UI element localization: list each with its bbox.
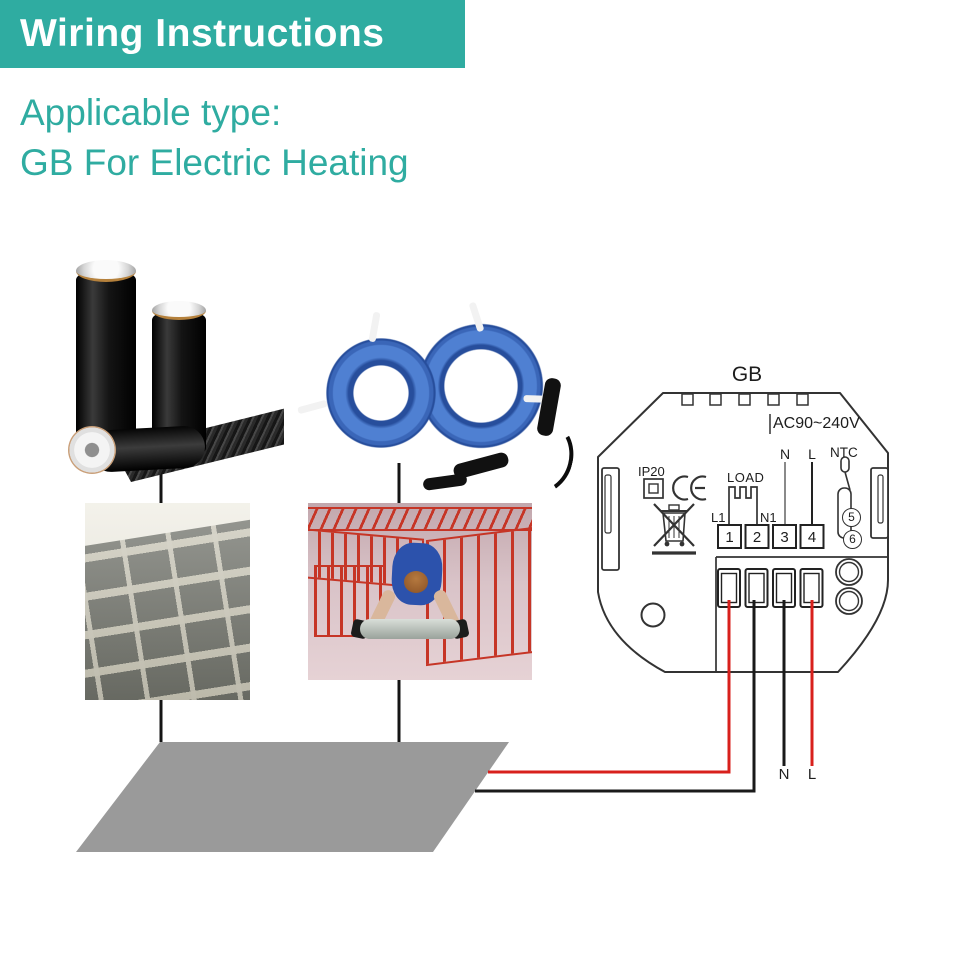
ntc-label: NTC [830,445,858,460]
red-wire-terminal1-to-floor [488,600,731,774]
applicable-type-text: Applicable type: GB For Electric Heating [20,88,409,188]
heating-cable-installation-photo [308,503,532,680]
wiring-slots [717,568,824,608]
page-title-banner: Wiring Instructions [0,0,465,68]
side-clips [601,467,889,571]
heating-film-rolls-photo [62,258,284,482]
applicable-type-line1: Applicable type: [20,92,282,133]
heating-cable-coils-photo [288,299,582,501]
ce-mark-icon [672,475,707,501]
ip20-enclosure-icon [643,478,664,499]
l1-label: L1 [711,510,726,525]
load-label: LOAD [727,470,765,485]
cable-mat [308,507,532,531]
heating-element-icon [728,486,758,525]
film-floor-shade [85,503,250,700]
terminal-3-label: 3 [780,529,789,546]
l-top-label: L [808,446,816,462]
film-roll-cap [76,260,136,282]
film-roll-cap [152,301,206,320]
terminal-2-label: 2 [752,529,762,546]
terminal-1-label: 1 [725,529,734,546]
circled-5-label: 5 [842,508,861,527]
cable-connector [422,472,468,492]
black-wire-terminal2-to-floor [475,600,756,793]
panel-divider [715,556,888,672]
mounting-notches [681,393,809,406]
mat-roll [360,619,460,639]
film-roll-core [68,426,116,474]
terminal-blocks [717,524,825,549]
thermostat-title: GB [731,363,763,386]
l-bottom-label: L [807,766,817,783]
film-roll-shape [76,270,136,455]
n1-label: N1 [760,510,777,525]
heating-film-installed-photo [85,503,250,700]
applicable-type-line2: GB For Electric Heating [20,142,409,183]
terminal-4-label: 4 [807,529,817,546]
voltage-label: AC90~240V [773,415,860,432]
ip20-label: IP20 [638,464,665,479]
screw-holes [640,558,863,628]
worker-head [404,571,428,593]
n-bottom-label: N [778,766,790,783]
n-top-label: N [779,446,791,462]
circled-6-label: 6 [843,530,862,549]
weee-crossed-bin-icon [652,503,696,555]
floor-plane [76,742,509,852]
